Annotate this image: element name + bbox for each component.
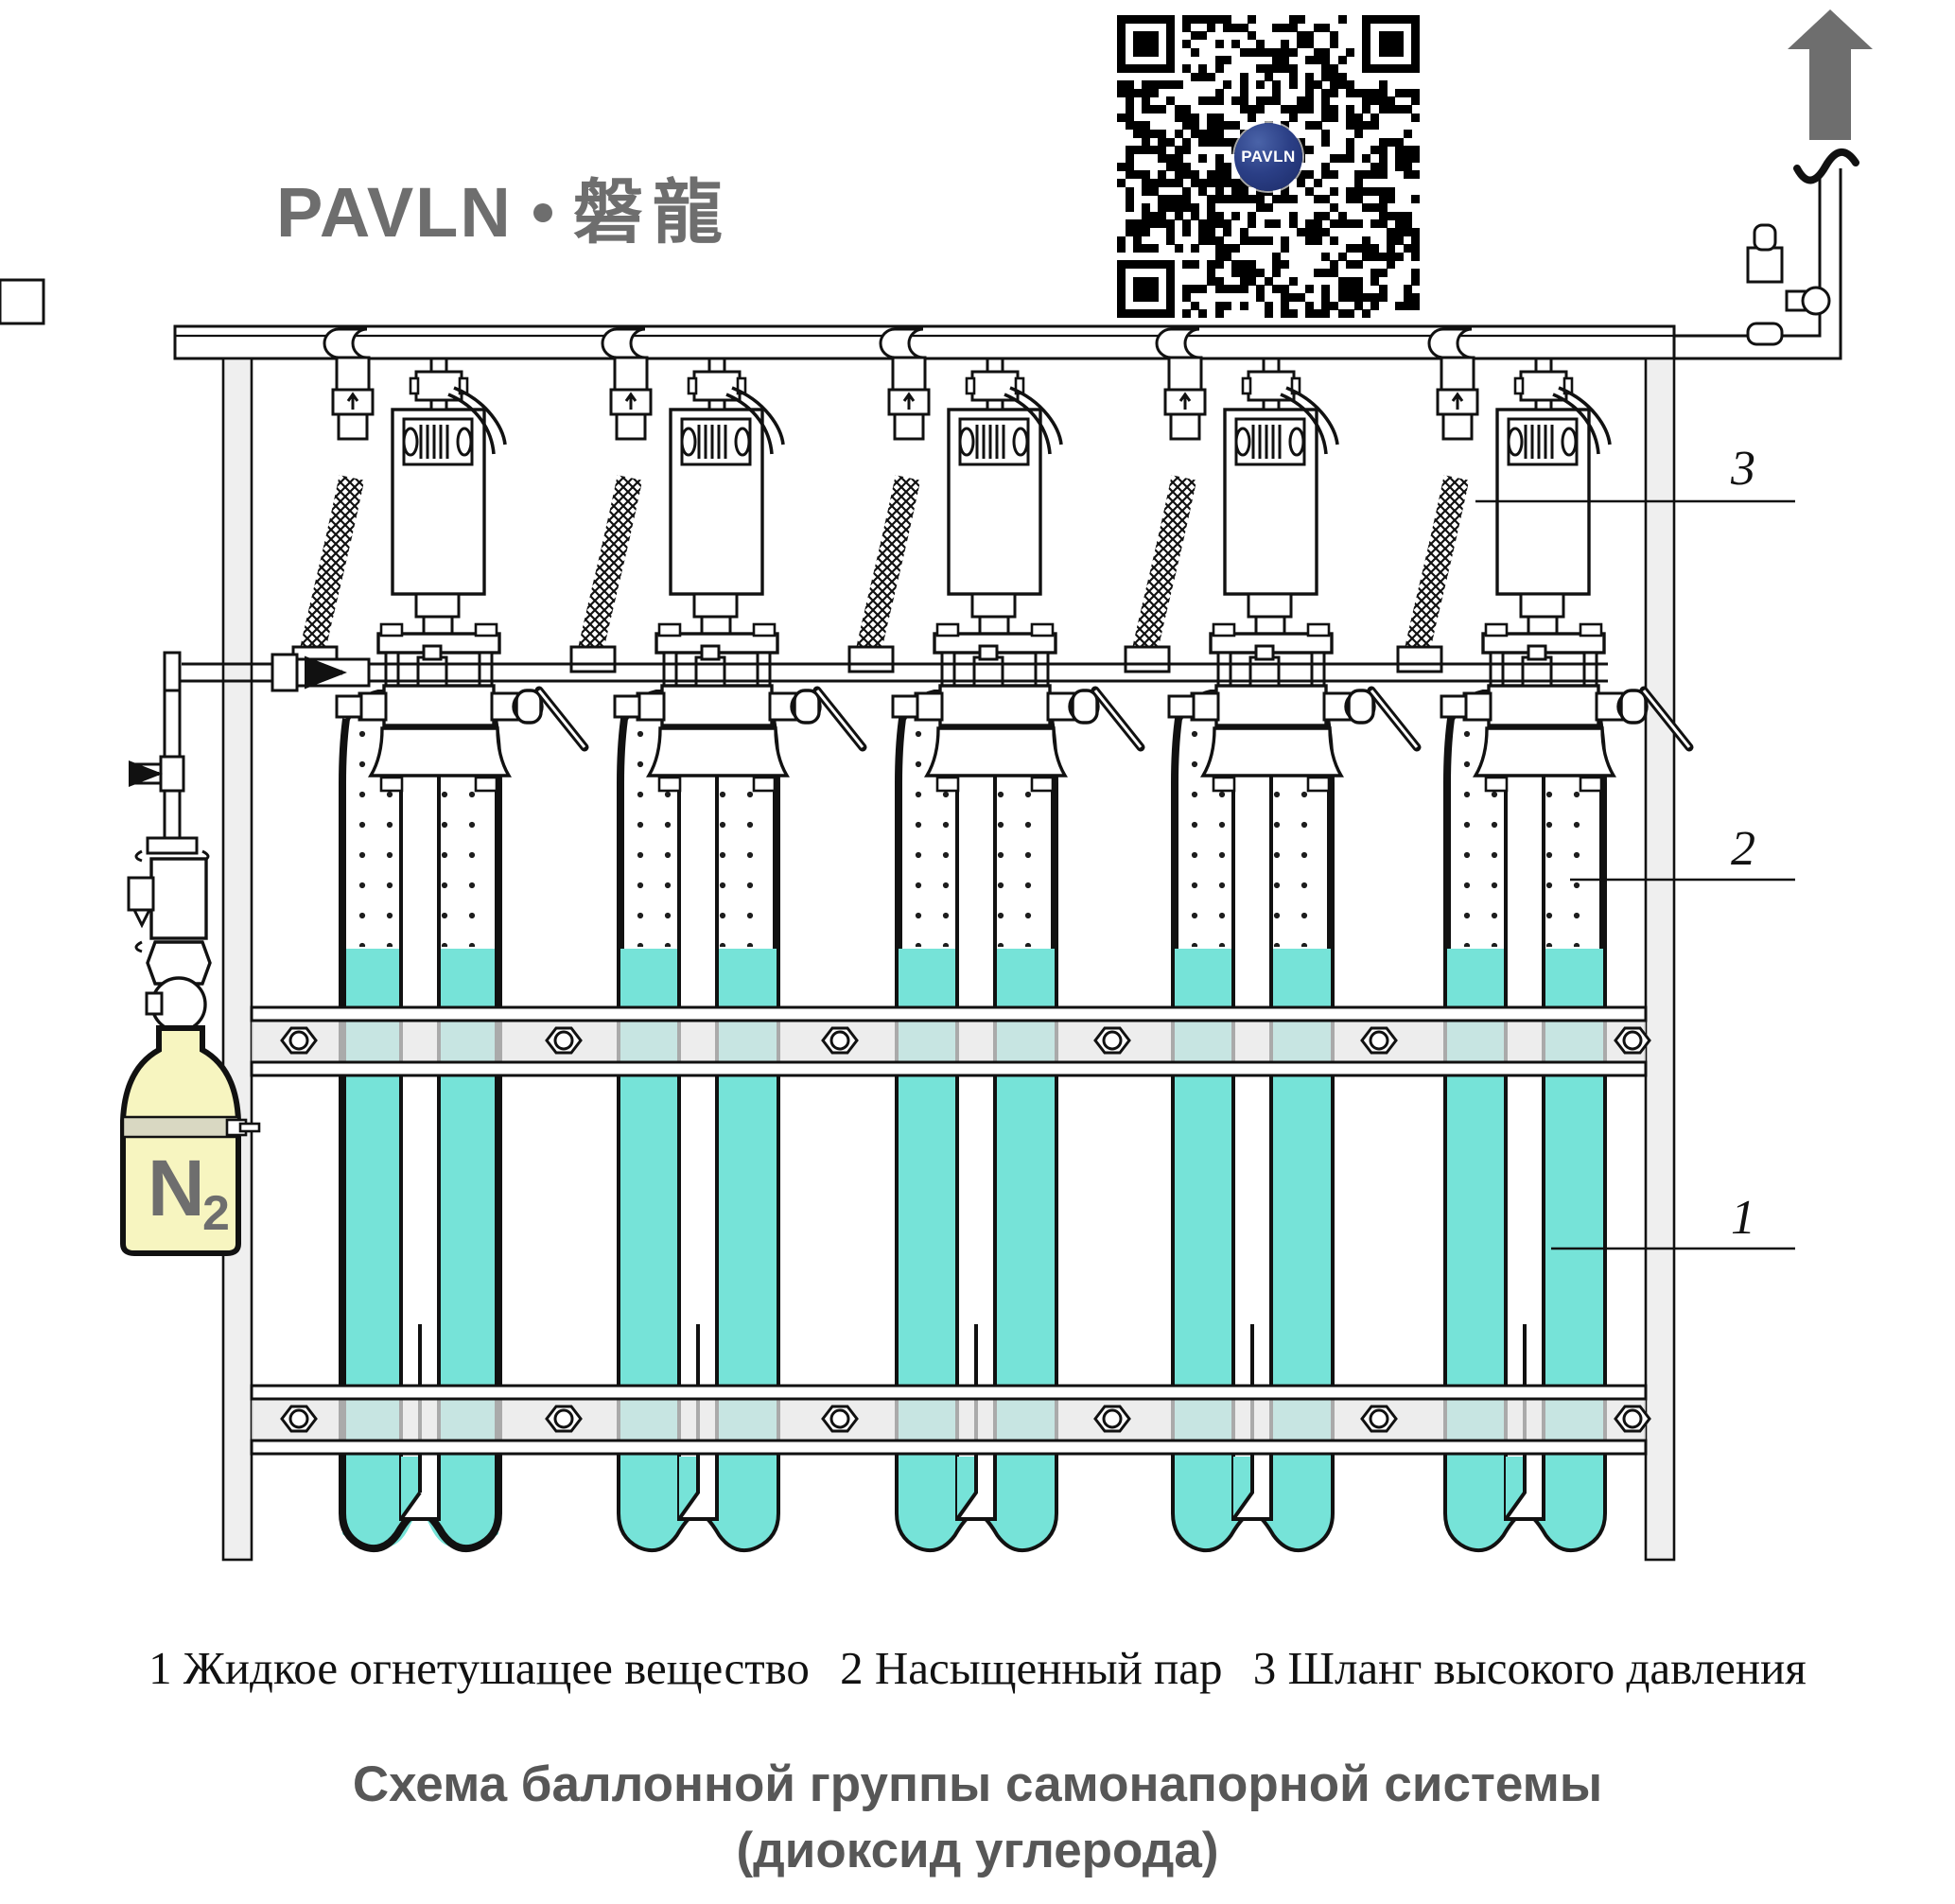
qr-center-logo: PAVLN	[1234, 123, 1302, 191]
hex-nut-icon	[545, 1405, 583, 1433]
callout-1-number: 1	[1731, 1191, 1755, 1245]
qr-center-logo-label: PAVLN	[1241, 148, 1296, 166]
figure-title: Схема баллонной группы самонапорной сист…	[0, 1752, 1955, 1884]
manifold-safety-valve[interactable]	[0, 223, 1831, 346]
legend-item-2: 2 Насыщенный пар	[840, 1642, 1223, 1694]
support-rail-upper	[250, 1005, 1651, 1077]
nitrogen-cylinder-assembly[interactable]: N 2	[120, 651, 261, 1256]
hex-nut-icon	[545, 1026, 583, 1055]
qr-code[interactable]: PAVLN	[1117, 15, 1421, 319]
hex-nut-icon	[1614, 1026, 1651, 1055]
cylinder-valve-assembly[interactable]	[847, 327, 1145, 793]
frame-posts	[221, 357, 1676, 1562]
brand-logo: PAVLN 磐龍	[276, 172, 732, 253]
figure-title-line1: Схема баллонной группы самонапорной сист…	[352, 1756, 1603, 1812]
hex-nut-icon	[821, 1405, 859, 1433]
callout-2-number: 2	[1731, 822, 1755, 876]
hex-nut-icon	[280, 1405, 318, 1433]
cylinder-valve-assembly-group	[291, 327, 1694, 793]
logo-cjk-name: 磐龍	[572, 172, 732, 253]
flow-arrow-up-icon	[1788, 9, 1873, 140]
logo-separator-dot	[532, 203, 552, 222]
logo-wordmark: PAVLN	[276, 173, 513, 252]
hex-nut-icon	[1093, 1026, 1131, 1055]
pilot-check-valve[interactable]	[271, 653, 371, 692]
cylinder-valve-assembly[interactable]	[291, 327, 589, 793]
cylinder-valve-assembly[interactable]	[569, 327, 867, 793]
figure-title-line2: (диоксид углерода)	[736, 1822, 1219, 1878]
callout-leaders	[1475, 499, 1795, 1250]
rail-clamp-group	[280, 1026, 1651, 1055]
legend-item-1: 1 Жидкое огнетушащее вещество	[148, 1642, 810, 1694]
outlet-riser	[0, 9, 1873, 360]
rail-clamp-group	[280, 1405, 1651, 1433]
legend: 1 Жидкое огнетушащее вещество 2 Насыщенн…	[0, 1641, 1955, 1695]
cylinder-valve-assembly[interactable]	[1124, 327, 1422, 793]
hex-nut-icon	[1360, 1405, 1398, 1433]
support-rail-lower	[250, 1384, 1651, 1456]
top-manifold-pipe	[173, 324, 1676, 360]
callout-3-number: 3	[1731, 442, 1755, 496]
nitrogen-cylinder-label: N	[148, 1144, 205, 1232]
hex-nut-icon	[821, 1026, 859, 1055]
hex-nut-icon	[1360, 1026, 1398, 1055]
hex-nut-icon	[1093, 1405, 1131, 1433]
legend-item-3: 3 Шланг высокого давления	[1252, 1642, 1807, 1694]
nitrogen-cylinder-label-subscript: 2	[202, 1186, 230, 1241]
hex-nut-icon	[280, 1026, 318, 1055]
pipe-break-symbol	[1793, 148, 1859, 184]
hex-nut-icon	[1614, 1405, 1651, 1433]
